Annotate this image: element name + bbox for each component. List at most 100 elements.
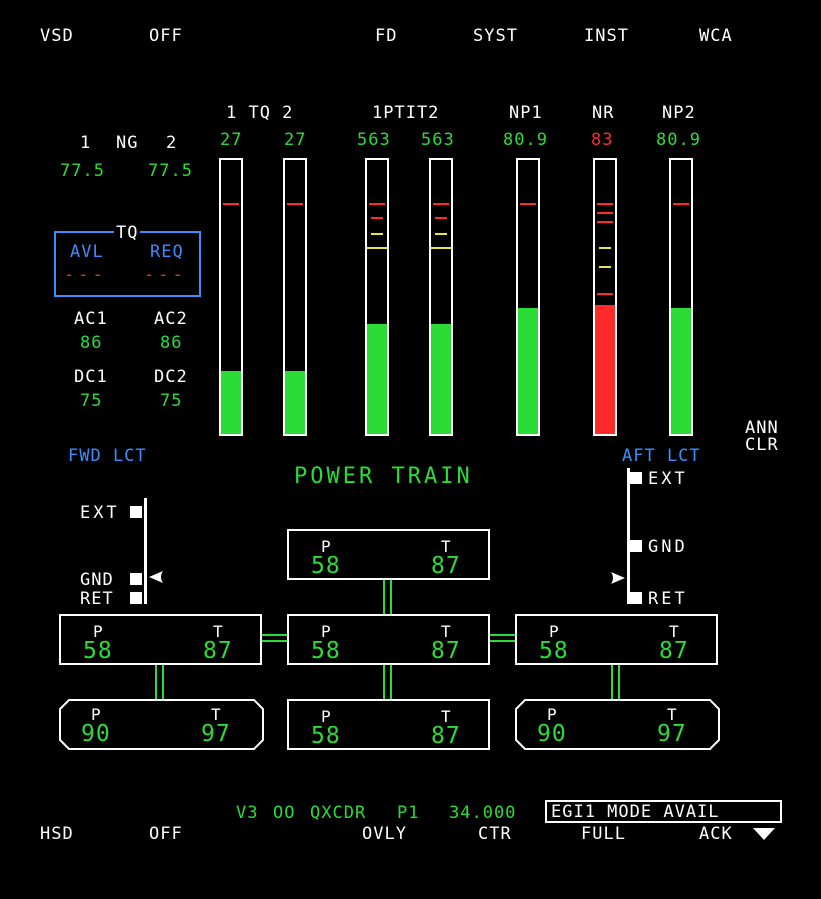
tq1-gauge [219,158,243,436]
ac1-label: AC1 [74,309,108,329]
gearbox-bot-left-t-label: T [211,705,221,724]
status-v3: V3 [236,803,259,823]
status-oo: OO [273,803,296,823]
ann-clr-line2[interactable]: CLR [745,435,779,455]
ack-down-arrow-icon[interactable] [752,827,776,841]
softkey-syst[interactable]: SYST [473,26,518,46]
power-train-title: POWER TRAIN [294,464,473,489]
softkey-wca[interactable]: WCA [699,26,733,46]
softkey-inst[interactable]: INST [584,26,629,46]
ac2-label: AC2 [154,309,188,329]
ann-clr-line1[interactable]: ANN [745,418,779,438]
advisory-box [545,800,782,823]
aft-lct-gnd: GND [648,537,688,557]
connector-midleft-to-botleft [155,663,164,700]
np2-limit-tick [673,203,689,205]
ptit1-value: 563 [357,130,391,150]
gearbox-bot-left-outline [59,699,264,750]
gearbox-bot-center-p-label: P [321,707,331,726]
ac1-value: 86 [80,333,103,353]
ptit1-yellow-tick [371,233,383,235]
gearbox-bot-center: P T 58 87 [287,699,490,750]
gearbox-bot-right-outline [515,699,720,750]
fwd-lct-ret: RET [80,589,114,609]
nr-tick-5 [599,266,611,268]
np1-value: 80.9 [503,130,548,150]
fwd-lct-title: FWD LCT [68,446,147,466]
gearbox-bot-right-t-value: 97 [657,721,687,747]
dc2-label: DC2 [154,367,188,387]
gearbox-mid-left-t-label: T [213,622,223,641]
gearbox-bot-center-t-value: 87 [431,723,461,749]
np1-limit-tick [520,203,536,205]
gearbox-top-p-label: P [321,537,331,556]
nr-tick-2 [597,212,613,214]
ptit2-caution-tick [435,217,447,219]
np1-gauge-header: NP1 [509,103,543,123]
connector-midright-to-botright [611,663,620,700]
softkey-ovly[interactable]: OVLY [362,824,407,844]
gearbox-bot-right-t-label: T [667,705,677,724]
softkey-ctr[interactable]: CTR [478,824,512,844]
aft-lct-gnd-mark [630,540,642,552]
fwd-lct-gnd: GND [80,570,114,590]
gearbox-mid-right-t-value: 87 [659,638,689,664]
ptit-gauge-header: 1PTIT2 [372,103,440,123]
softkey-top-off[interactable]: OFF [149,26,183,46]
softkey-fd[interactable]: FD [375,26,398,46]
gearbox-bot-center-p-value: 58 [311,723,341,749]
gearbox-bot-left-p-value: 90 [81,721,111,747]
fwd-lct-pointer-icon [149,571,163,583]
gearbox-mid-right: P T 58 87 [515,614,718,665]
nr-tick-6 [597,293,613,295]
nr-tick-3 [597,221,613,223]
gearbox-mid-right-t-label: T [669,622,679,641]
ng-label-2: 2 [166,133,178,153]
nr-gauge-fill [595,305,615,434]
nr-value: 83 [591,130,614,150]
softkey-bottom-off[interactable]: OFF [149,824,183,844]
gearbox-mid-center: P T 58 87 [287,614,490,665]
tq1-gauge-fill [221,370,241,434]
tq-box-title: TQ [114,223,141,243]
ptit2-limit-tick [433,203,449,205]
ng-label: NG [116,133,139,153]
status-frequency: 34.000 [449,803,517,823]
np2-gauge [669,158,693,436]
tq1-value: 27 [220,130,243,150]
nr-tick-4 [599,247,611,249]
fwd-lct-ext-mark [130,506,142,518]
nr-gauge-header: NR [592,103,615,123]
ptit1-gauge-fill [367,324,387,434]
connector-midcenter-to-botcenter [383,663,392,700]
status-p1: P1 [397,803,420,823]
tq-gauge-header: 1 TQ 2 [226,103,294,123]
np2-gauge-fill [671,307,691,434]
aft-lct-scale [627,468,630,604]
ptit1-caution-tick [371,217,383,219]
gearbox-bot-left: P T 90 97 [59,699,262,750]
gearbox-bot-left-p-label: P [91,705,101,724]
tq2-gauge [283,158,307,436]
gearbox-mid-left-p-label: P [93,622,103,641]
ptit2-value: 563 [421,130,455,150]
aft-lct-ext: EXT [648,469,688,489]
nr-tick-1 [597,203,613,205]
nr-gauge [593,158,617,436]
gearbox-mid-left-p-value: 58 [83,638,113,664]
gearbox-mid-left: P T 58 87 [59,614,262,665]
aft-lct-pointer-icon [611,572,625,584]
gearbox-mid-center-p-value: 58 [311,638,341,664]
tq-avl-label: AVL [70,242,104,262]
ng-value-2: 77.5 [148,161,193,181]
gearbox-top: P T 58 87 [287,529,490,580]
connector-top-to-center [383,578,392,614]
softkey-hsd[interactable]: HSD [40,824,74,844]
connector-left-to-center [260,634,289,642]
softkey-full[interactable]: FULL [581,824,626,844]
tq1-limit-tick [223,203,239,205]
tq2-limit-tick [287,203,303,205]
softkey-ack[interactable]: ACK [699,824,733,844]
advisory-text: EGI1 MODE AVAIL [551,802,720,822]
softkey-vsd[interactable]: VSD [40,26,74,46]
